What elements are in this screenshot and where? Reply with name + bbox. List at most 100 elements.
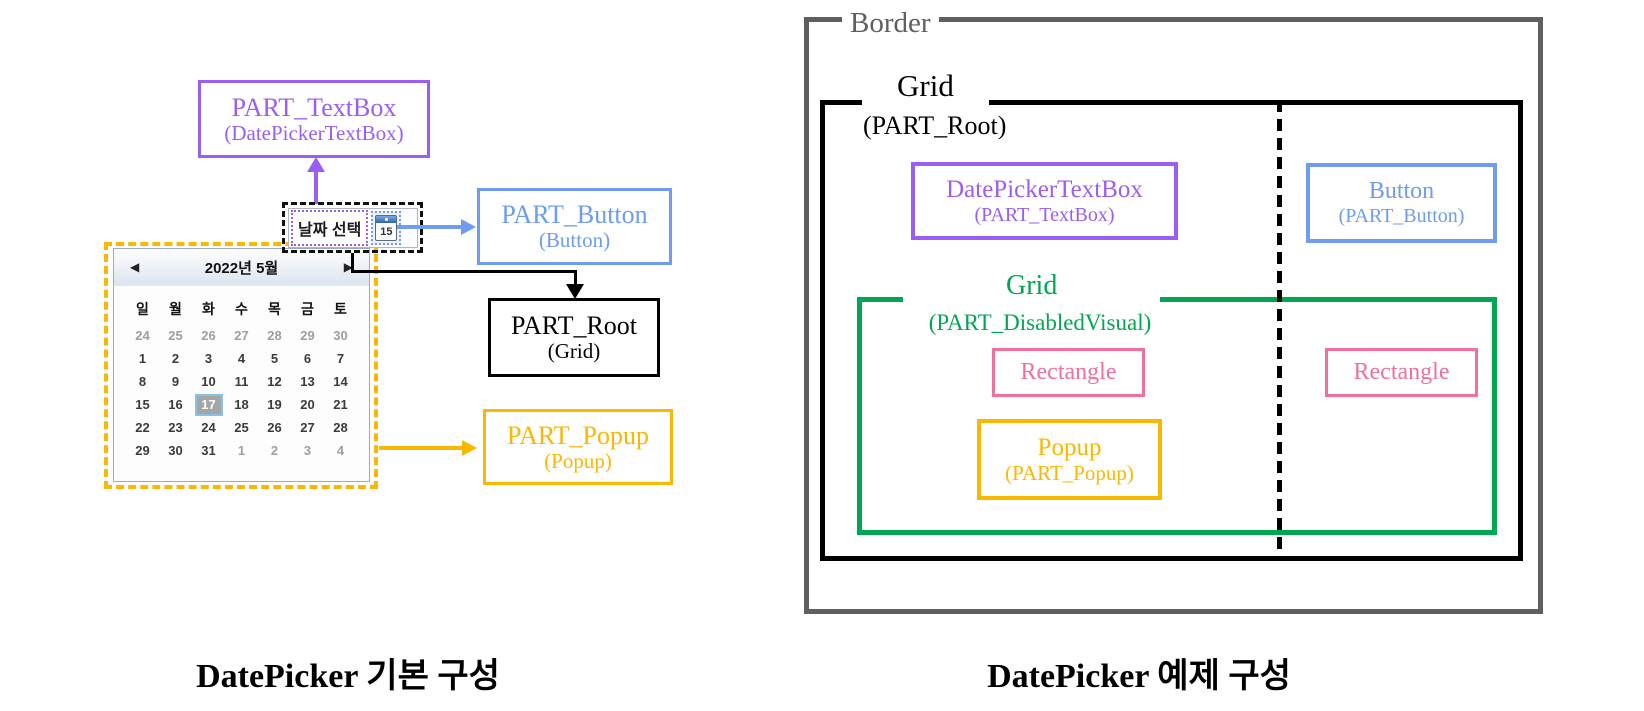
grid-root-frame: Grid (PART_Root) [820, 68, 1523, 561]
calendar-day[interactable]: 5 [270, 351, 279, 366]
calendar-icon-day: 15 [380, 225, 393, 238]
calendar-day[interactable]: 24 [201, 420, 216, 435]
calendar-day-header: 수 [235, 301, 248, 317]
calendar-day[interactable]: 31 [201, 443, 216, 458]
part-button-subtitle: (Button) [538, 228, 611, 253]
calendar-day-header: 목 [268, 301, 281, 317]
example-button-box: Button (PART_Button) [1306, 163, 1497, 243]
calendar-day[interactable]: 14 [333, 374, 348, 389]
purple-arrow-head [307, 157, 325, 172]
calendar-day[interactable]: 29 [135, 443, 150, 458]
calendar-day[interactable]: 12 [267, 374, 282, 389]
calendar-day[interactable]: 2 [270, 443, 279, 458]
purple-arrow-shaft [314, 170, 318, 204]
calendar-day[interactable]: 4 [336, 443, 345, 458]
example-button-title: Button [1368, 178, 1435, 205]
calendar-day[interactable]: 8 [138, 374, 147, 389]
left-caption: DatePicker 기본 구성 [196, 658, 500, 695]
calendar-day[interactable]: 3 [303, 443, 312, 458]
border-frame-label: Border [842, 6, 939, 40]
datepicker-control: 날짜 선택 15 [288, 208, 418, 248]
part-popup-title: PART_Popup [507, 420, 649, 450]
calendar-day-header: 일 [136, 301, 149, 317]
calendar-day-selected[interactable]: 17 [194, 393, 223, 416]
part-root-subtitle: (Grid) [547, 339, 601, 364]
example-textbox-box: DatePickerTextBox (PART_TextBox) [911, 162, 1178, 240]
example-popup-box: Popup (PART_Popup) [977, 419, 1162, 500]
calendar-day[interactable]: 29 [300, 328, 315, 343]
calendar-day[interactable]: 28 [333, 420, 348, 435]
blue-arrow-shaft [397, 225, 463, 229]
part-textbox-title: PART_TextBox [231, 92, 397, 122]
calendar-day[interactable]: 26 [267, 420, 282, 435]
calendar-day[interactable]: 21 [333, 397, 348, 412]
calendar-icon-ring [384, 218, 388, 221]
disabled-visual-frame: Grid (PART_DisabledVisual) [857, 271, 1497, 535]
example-popup-title: Popup [1037, 433, 1102, 461]
calendar-day[interactable]: 7 [336, 351, 345, 366]
calendar-day[interactable]: 25 [168, 328, 183, 343]
part-button-title: PART_Button [501, 200, 648, 230]
calendar-day[interactable]: 24 [135, 328, 150, 343]
calendar-icon: 15 [375, 215, 398, 241]
grid-root-label: Grid [862, 68, 989, 110]
calendar-day[interactable]: 2 [171, 351, 180, 366]
calendar-day[interactable]: 1 [237, 443, 246, 458]
calendar-day[interactable]: 30 [333, 328, 348, 343]
calendar-day[interactable]: 16 [168, 397, 183, 412]
calendar-icon-header [376, 216, 397, 223]
column-divider-dashed-line [1277, 100, 1282, 561]
disabled-visual-label: Grid [903, 271, 1161, 307]
calendar-day[interactable]: 11 [234, 374, 249, 389]
part-textbox-subtitle: (DatePickerTextBox) [224, 120, 404, 145]
blue-arrow-head [461, 219, 476, 235]
calendar-title: 2022년 5월 [204, 259, 279, 277]
rectangle-left-box: Rectangle [992, 348, 1145, 397]
calendar-day-header: 금 [301, 301, 314, 317]
calendar-prev-button[interactable]: ◀ [130, 260, 140, 274]
calendar-day[interactable]: 15 [135, 397, 150, 412]
yellow-arrow-head [462, 440, 477, 456]
right-caption: DatePicker 예제 구성 [987, 658, 1291, 695]
rectangle-left-label: Rectangle [1020, 359, 1117, 386]
calendar-day[interactable]: 13 [300, 374, 315, 389]
yellow-arrow-shaft [379, 446, 464, 450]
calendar-day[interactable]: 9 [171, 374, 180, 389]
example-popup-subtitle: (PART_Popup) [1005, 460, 1134, 485]
calendar-day[interactable]: 23 [168, 420, 183, 435]
part-popup-box: PART_Popup (Popup) [483, 409, 673, 485]
calendar-day[interactable]: 27 [234, 328, 249, 343]
calendar-day[interactable]: 3 [204, 351, 213, 366]
black-arrow-segment [574, 270, 577, 286]
calendar-day[interactable]: 19 [267, 397, 282, 412]
disabled-visual-sublabel: (PART_DisabledVisual) [928, 310, 1152, 335]
calendar-day[interactable]: 25 [234, 420, 249, 435]
example-button-subtitle: (PART_Button) [1338, 205, 1465, 228]
calendar-day[interactable]: 10 [201, 374, 216, 389]
rectangle-right-label: Rectangle [1353, 359, 1450, 386]
calendar-header: ◀ 2022년 5월 ▶ [114, 249, 369, 286]
popup-dashed-outline [104, 242, 378, 489]
part-button-box: PART_Button (Button) [477, 188, 672, 265]
calendar-day-header: 토 [334, 301, 347, 317]
calendar-day[interactable]: 6 [303, 351, 312, 366]
calendar-day-header: 월 [169, 301, 182, 317]
calendar-next-button[interactable]: ▶ [343, 260, 353, 274]
calendar-day[interactable]: 1 [138, 351, 147, 366]
datepicker-text-field[interactable]: 날짜 선택 [291, 210, 369, 246]
calendar-day[interactable]: 18 [234, 397, 249, 412]
calendar-day[interactable]: 28 [267, 328, 282, 343]
calendar-day[interactable]: 27 [300, 420, 315, 435]
calendar-day[interactable]: 22 [135, 420, 150, 435]
datepicker-dropdown-button[interactable]: 15 [371, 211, 402, 245]
black-arrow-segment [351, 270, 577, 273]
black-arrow-head [566, 284, 584, 299]
calendar-day[interactable]: 30 [168, 443, 183, 458]
calendar-day[interactable]: 26 [201, 328, 216, 343]
example-textbox-title: DatePickerTextBox [946, 175, 1143, 203]
calendar-day[interactable]: 20 [300, 397, 315, 412]
calendar-day[interactable]: 4 [237, 351, 246, 366]
border-frame: Border [804, 6, 1543, 614]
